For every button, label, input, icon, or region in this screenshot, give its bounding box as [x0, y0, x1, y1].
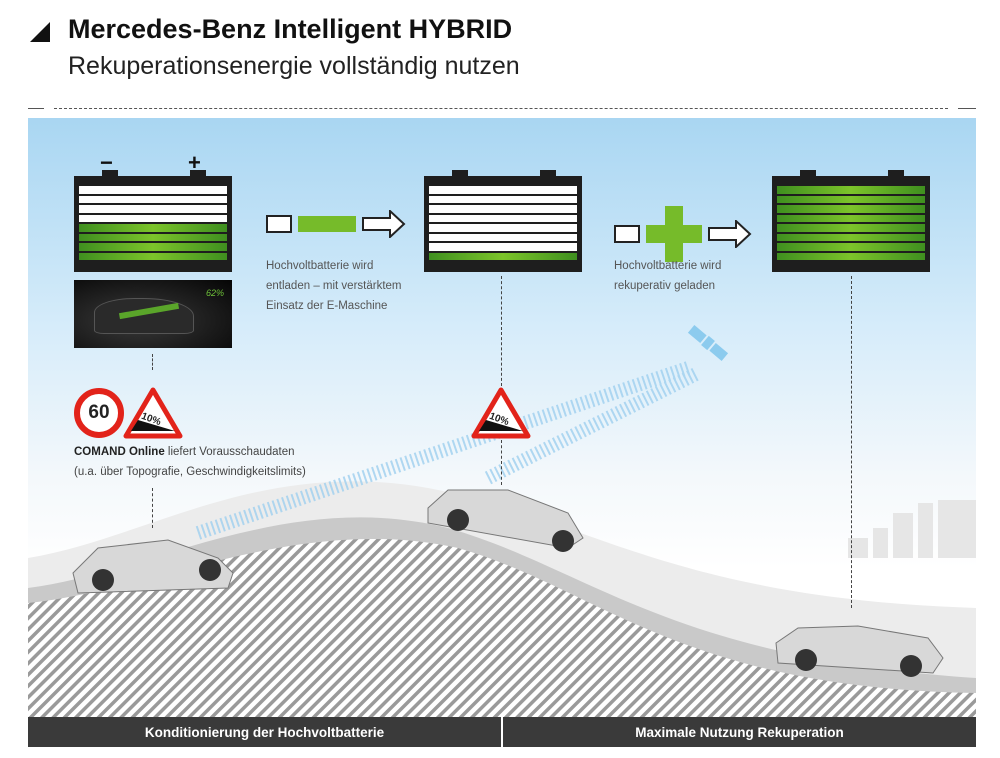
- charge-label: 62%: [205, 288, 224, 298]
- divider: [958, 108, 976, 109]
- phase-label-left: Konditionierung der Hochvoltbatterie: [28, 717, 501, 747]
- speed-limit-sign: 60: [74, 388, 124, 438]
- plus-icon: [646, 206, 702, 262]
- hill-hatched: [28, 538, 976, 718]
- title-triangle-icon: [30, 22, 50, 42]
- page-title: Mercedes-Benz Intelligent HYBRID: [68, 14, 513, 44]
- satellite-signal: [195, 361, 702, 540]
- page-subtitle: Rekuperationsenergie vollständig nutzen: [68, 52, 520, 80]
- dashed-connector: [501, 276, 502, 386]
- battery-2: [424, 170, 582, 272]
- plus-icon: +: [188, 150, 201, 175]
- satellite-icon: [687, 325, 729, 361]
- charge-flow: [614, 206, 752, 262]
- car-display-image: 62%: [74, 280, 232, 348]
- minus-icon: −: [100, 150, 113, 175]
- dashed-connector: [152, 354, 153, 370]
- arrow-right-icon: [362, 210, 406, 238]
- divider-dashed: [54, 108, 948, 109]
- arrow-right-icon: [708, 220, 752, 248]
- dashed-connector: [501, 440, 502, 485]
- dashed-connector: [851, 276, 852, 608]
- phase-label-right: Maximale Nutzung Rekuperation: [503, 717, 976, 747]
- battery-3: [772, 170, 930, 272]
- comand-description: COMAND Online liefert Vorausschaudaten (…: [74, 446, 306, 478]
- discharge-flow: [266, 210, 406, 238]
- minus-icon: [298, 216, 356, 232]
- landscape: [28, 325, 976, 718]
- battery-1: − +: [74, 150, 232, 272]
- divider: [28, 108, 44, 109]
- city-skyline: [848, 500, 976, 558]
- car-icon: [72, 539, 234, 594]
- gradient-sign-icon: [471, 387, 531, 439]
- dashed-connector: [152, 488, 153, 528]
- car-icon: [427, 489, 584, 552]
- gradient-sign-icon: [123, 387, 183, 439]
- car-icon: [775, 625, 944, 677]
